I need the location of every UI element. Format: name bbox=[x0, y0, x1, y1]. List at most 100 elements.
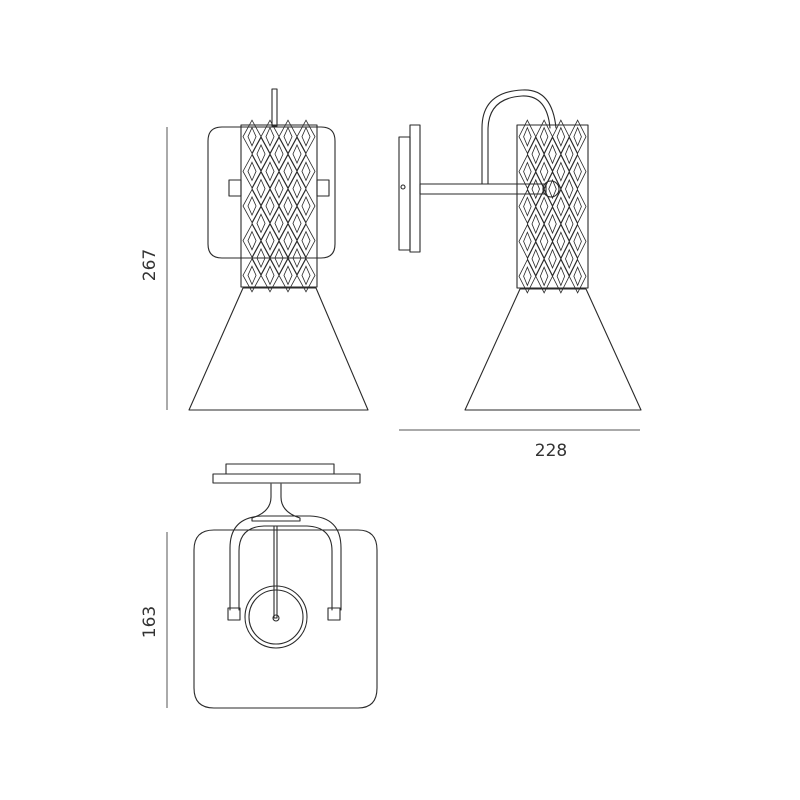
top-center-rod bbox=[273, 525, 278, 619]
side-body-cylinder bbox=[516, 124, 589, 289]
lattice-facet bbox=[543, 241, 562, 277]
top-u-bracket bbox=[229, 515, 342, 611]
side-cable-inner bbox=[487, 95, 551, 185]
lattice-facet bbox=[518, 189, 537, 224]
lattice-facet bbox=[278, 188, 298, 224]
lattice-facet-inner bbox=[531, 248, 540, 269]
front-body-cylinder bbox=[240, 124, 318, 288]
lattice-facet-inner bbox=[556, 266, 566, 287]
side-cone-shade bbox=[464, 288, 642, 411]
lattice-facet-inner bbox=[523, 231, 532, 252]
top-back-plate bbox=[193, 529, 378, 709]
lattice-facet bbox=[560, 241, 579, 277]
lattice-facet bbox=[242, 223, 262, 258]
lattice-facet-inner bbox=[265, 195, 275, 217]
lattice-facet-inner bbox=[283, 265, 293, 286]
lattice-facet-inner bbox=[247, 195, 257, 217]
side-pivot-joint bbox=[542, 180, 560, 198]
depth-dimension-label: 228 bbox=[535, 441, 567, 461]
lattice-facet bbox=[560, 136, 579, 172]
lattice-facet bbox=[242, 258, 262, 293]
lattice-facet-inner bbox=[283, 126, 293, 147]
lattice-facet bbox=[535, 154, 553, 190]
lattice-facet bbox=[251, 171, 271, 206]
lattice-facet-inner bbox=[256, 213, 266, 234]
lattice-facet bbox=[526, 241, 545, 277]
lattice-facet-inner bbox=[247, 230, 257, 251]
lattice-facet-inner bbox=[565, 248, 574, 269]
lattice-facet-inner bbox=[573, 266, 582, 287]
side-arm bbox=[419, 183, 547, 195]
lattice-facet bbox=[560, 206, 579, 242]
side-cable-outer bbox=[481, 89, 557, 185]
lattice-facet-inner bbox=[265, 230, 275, 251]
lattice-facet bbox=[296, 258, 316, 293]
side-wall-plate-back bbox=[398, 136, 411, 251]
lattice-facet-inner bbox=[548, 144, 557, 165]
lattice-facet-inner bbox=[283, 161, 293, 182]
lattice-facet-inner bbox=[573, 126, 582, 147]
lattice-facet bbox=[278, 258, 298, 293]
lattice-facet-inner bbox=[301, 265, 311, 286]
lattice-facet bbox=[287, 171, 307, 206]
lattice-facet-inner bbox=[548, 178, 557, 200]
front-top-rod bbox=[271, 88, 278, 127]
lattice-facet bbox=[568, 223, 587, 259]
front-left-knob bbox=[228, 179, 242, 197]
lattice-facet bbox=[296, 188, 316, 224]
lattice-facet-inner bbox=[556, 161, 566, 182]
lattice-facet bbox=[543, 171, 562, 207]
lattice-facet bbox=[552, 189, 570, 224]
lattice-facet-inner bbox=[556, 196, 566, 217]
lattice-facet-inner bbox=[247, 161, 257, 182]
lattice-facet bbox=[260, 258, 280, 293]
lattice-facet bbox=[278, 119, 298, 154]
lattice-facet-inner bbox=[274, 213, 284, 234]
lattice-facet-inner bbox=[265, 126, 275, 147]
top-cylinder-inner bbox=[248, 589, 304, 645]
front-body-pattern bbox=[242, 119, 316, 293]
lattice-facet-inner bbox=[539, 196, 549, 217]
lattice-facet-inner bbox=[256, 178, 266, 199]
lattice-facet-inner bbox=[573, 161, 582, 182]
lattice-facet-inner bbox=[523, 161, 532, 182]
lattice-facet bbox=[518, 223, 537, 259]
lattice-facet-inner bbox=[301, 126, 311, 147]
lattice-facet-inner bbox=[292, 178, 302, 199]
lattice-facet-inner bbox=[283, 230, 293, 251]
lattice-facet bbox=[560, 171, 579, 207]
side-wall-screw bbox=[400, 184, 406, 190]
lattice-facet bbox=[278, 223, 298, 258]
top-view: 163 bbox=[140, 463, 378, 709]
lattice-facet-inner bbox=[292, 143, 302, 165]
lattice-facet-inner bbox=[565, 213, 574, 235]
lattice-facet bbox=[296, 119, 316, 154]
lattice-facet bbox=[269, 136, 289, 172]
top-bracket-left-end bbox=[227, 607, 241, 621]
side-body-pattern bbox=[518, 119, 587, 294]
lattice-facet bbox=[568, 189, 587, 224]
lattice-facet-inner bbox=[274, 247, 284, 269]
lattice-facet bbox=[552, 258, 570, 294]
lattice-facet bbox=[543, 136, 562, 172]
lattice-facet bbox=[568, 258, 587, 294]
lattice-facet bbox=[535, 258, 553, 294]
lattice-facet-inner bbox=[292, 213, 302, 234]
side-view: 228 bbox=[398, 89, 642, 461]
lattice-facet-inner bbox=[539, 126, 549, 147]
lattice-facet-inner bbox=[247, 265, 257, 286]
lattice-facet-inner bbox=[256, 143, 266, 165]
lattice-facet-inner bbox=[565, 144, 574, 165]
lattice-facet bbox=[260, 154, 280, 189]
height-dimension-label: 267 bbox=[140, 249, 160, 281]
lattice-facet-inner bbox=[531, 178, 540, 200]
top-cylinder-center bbox=[272, 614, 280, 622]
lattice-facet-inner bbox=[292, 247, 302, 269]
lattice-facet-inner bbox=[301, 195, 311, 217]
lattice-facet bbox=[518, 154, 537, 190]
lattice-facet-inner bbox=[301, 161, 311, 182]
lattice-facet bbox=[251, 136, 271, 172]
lattice-facet bbox=[535, 189, 553, 224]
lattice-facet bbox=[260, 188, 280, 224]
